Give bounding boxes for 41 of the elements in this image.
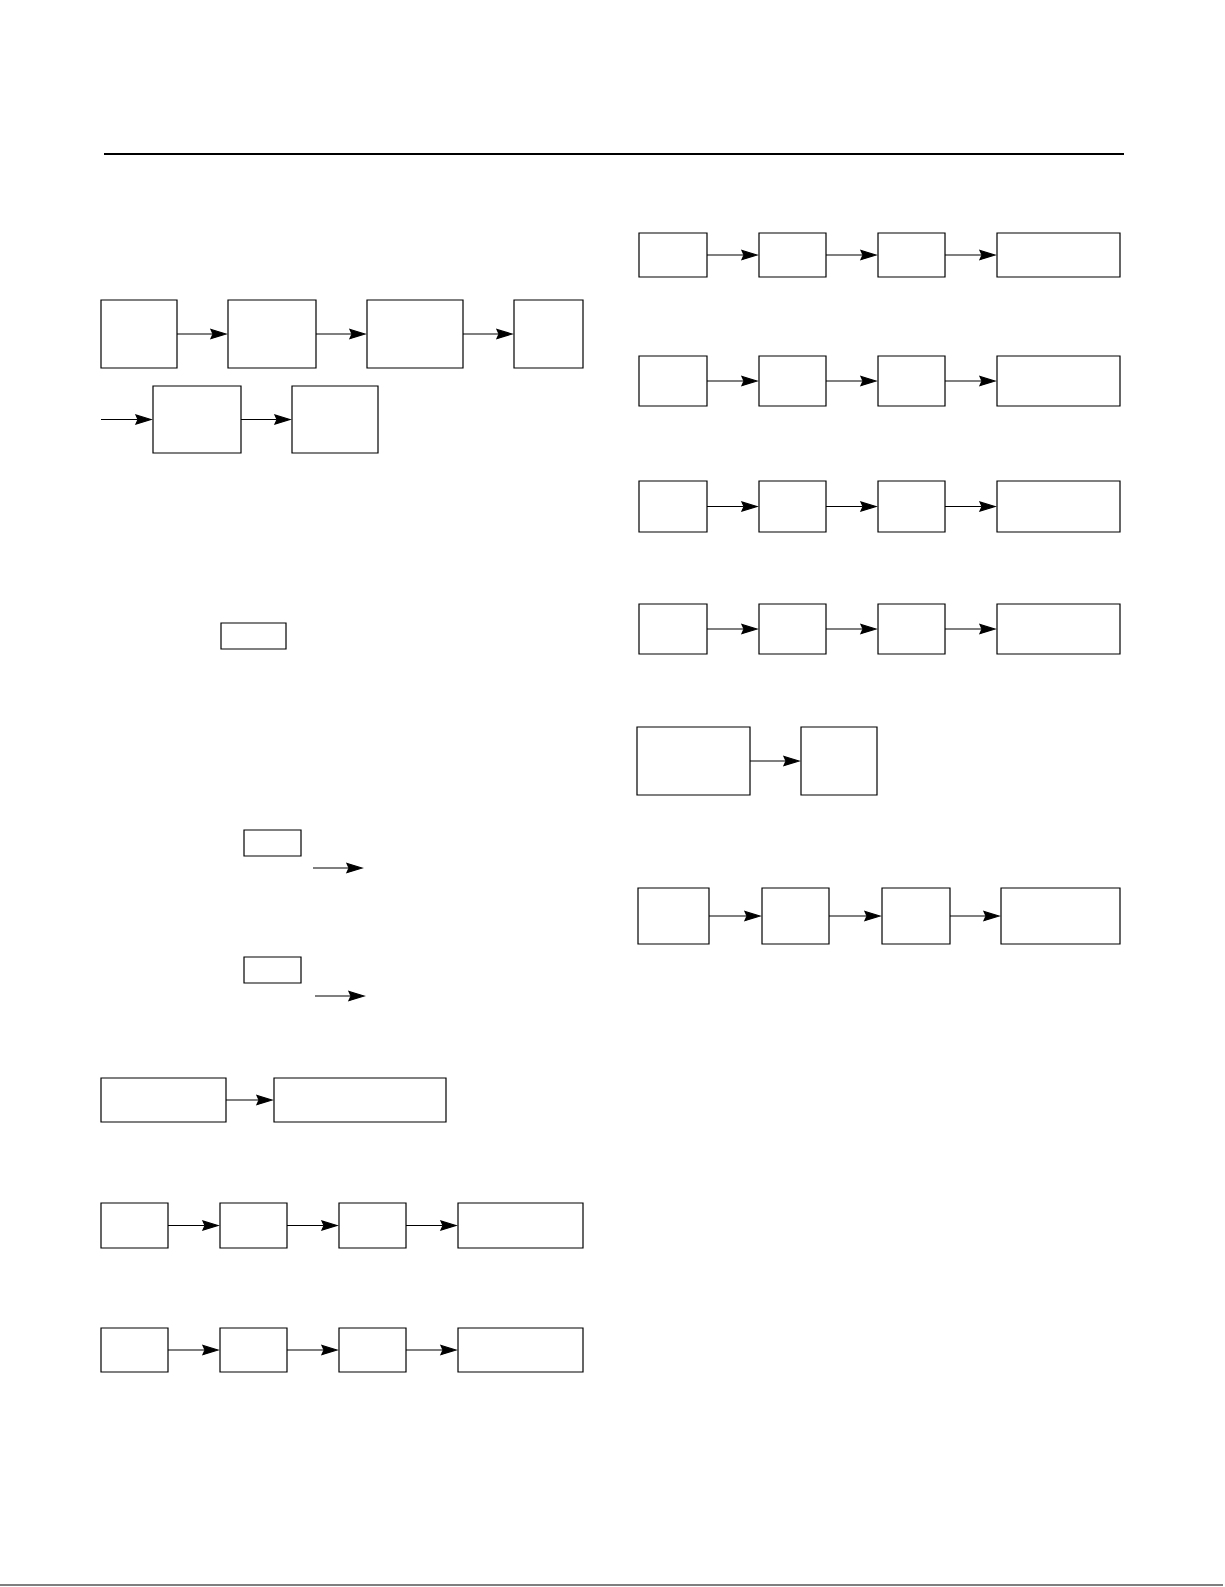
- answer-box: [877, 355, 946, 407]
- answer-box: [761, 887, 830, 945]
- answer-box: [100, 1327, 169, 1373]
- answer-box: [638, 355, 708, 407]
- answer-box: [638, 480, 708, 533]
- answer-box: [638, 603, 708, 655]
- answer-box: [243, 956, 302, 984]
- answer-box: [100, 1202, 169, 1249]
- answer-box: [996, 480, 1121, 533]
- answer-box: [457, 1327, 584, 1373]
- answer-box: [338, 1327, 407, 1373]
- answer-box: [338, 1202, 407, 1249]
- answer-box: [996, 232, 1121, 278]
- answer-box: [800, 726, 878, 796]
- answer-box: [637, 887, 710, 945]
- answer-box: [366, 299, 464, 369]
- answer-box: [100, 299, 178, 369]
- answer-box: [877, 480, 946, 533]
- answer-box: [996, 603, 1121, 655]
- answer-box: [996, 355, 1121, 407]
- answer-box: [877, 603, 946, 655]
- answer-box: [758, 232, 827, 278]
- answer-box: [758, 480, 827, 533]
- answer-box: [758, 355, 827, 407]
- answer-box: [219, 1202, 288, 1249]
- answer-box: [758, 603, 827, 655]
- answer-box: [638, 232, 708, 278]
- answer-box: [513, 299, 584, 369]
- answer-box: [291, 385, 379, 454]
- answer-box: [152, 385, 242, 454]
- answer-box: [227, 299, 317, 369]
- answer-box: [273, 1077, 447, 1123]
- answer-box: [220, 622, 287, 650]
- answer-box: [877, 232, 946, 278]
- answer-box: [636, 726, 751, 796]
- answer-box: [1000, 887, 1121, 945]
- answer-box: [881, 887, 951, 945]
- answer-box: [219, 1327, 288, 1373]
- answer-box: [100, 1077, 227, 1123]
- answer-box: [243, 829, 302, 857]
- answer-box: [457, 1202, 584, 1249]
